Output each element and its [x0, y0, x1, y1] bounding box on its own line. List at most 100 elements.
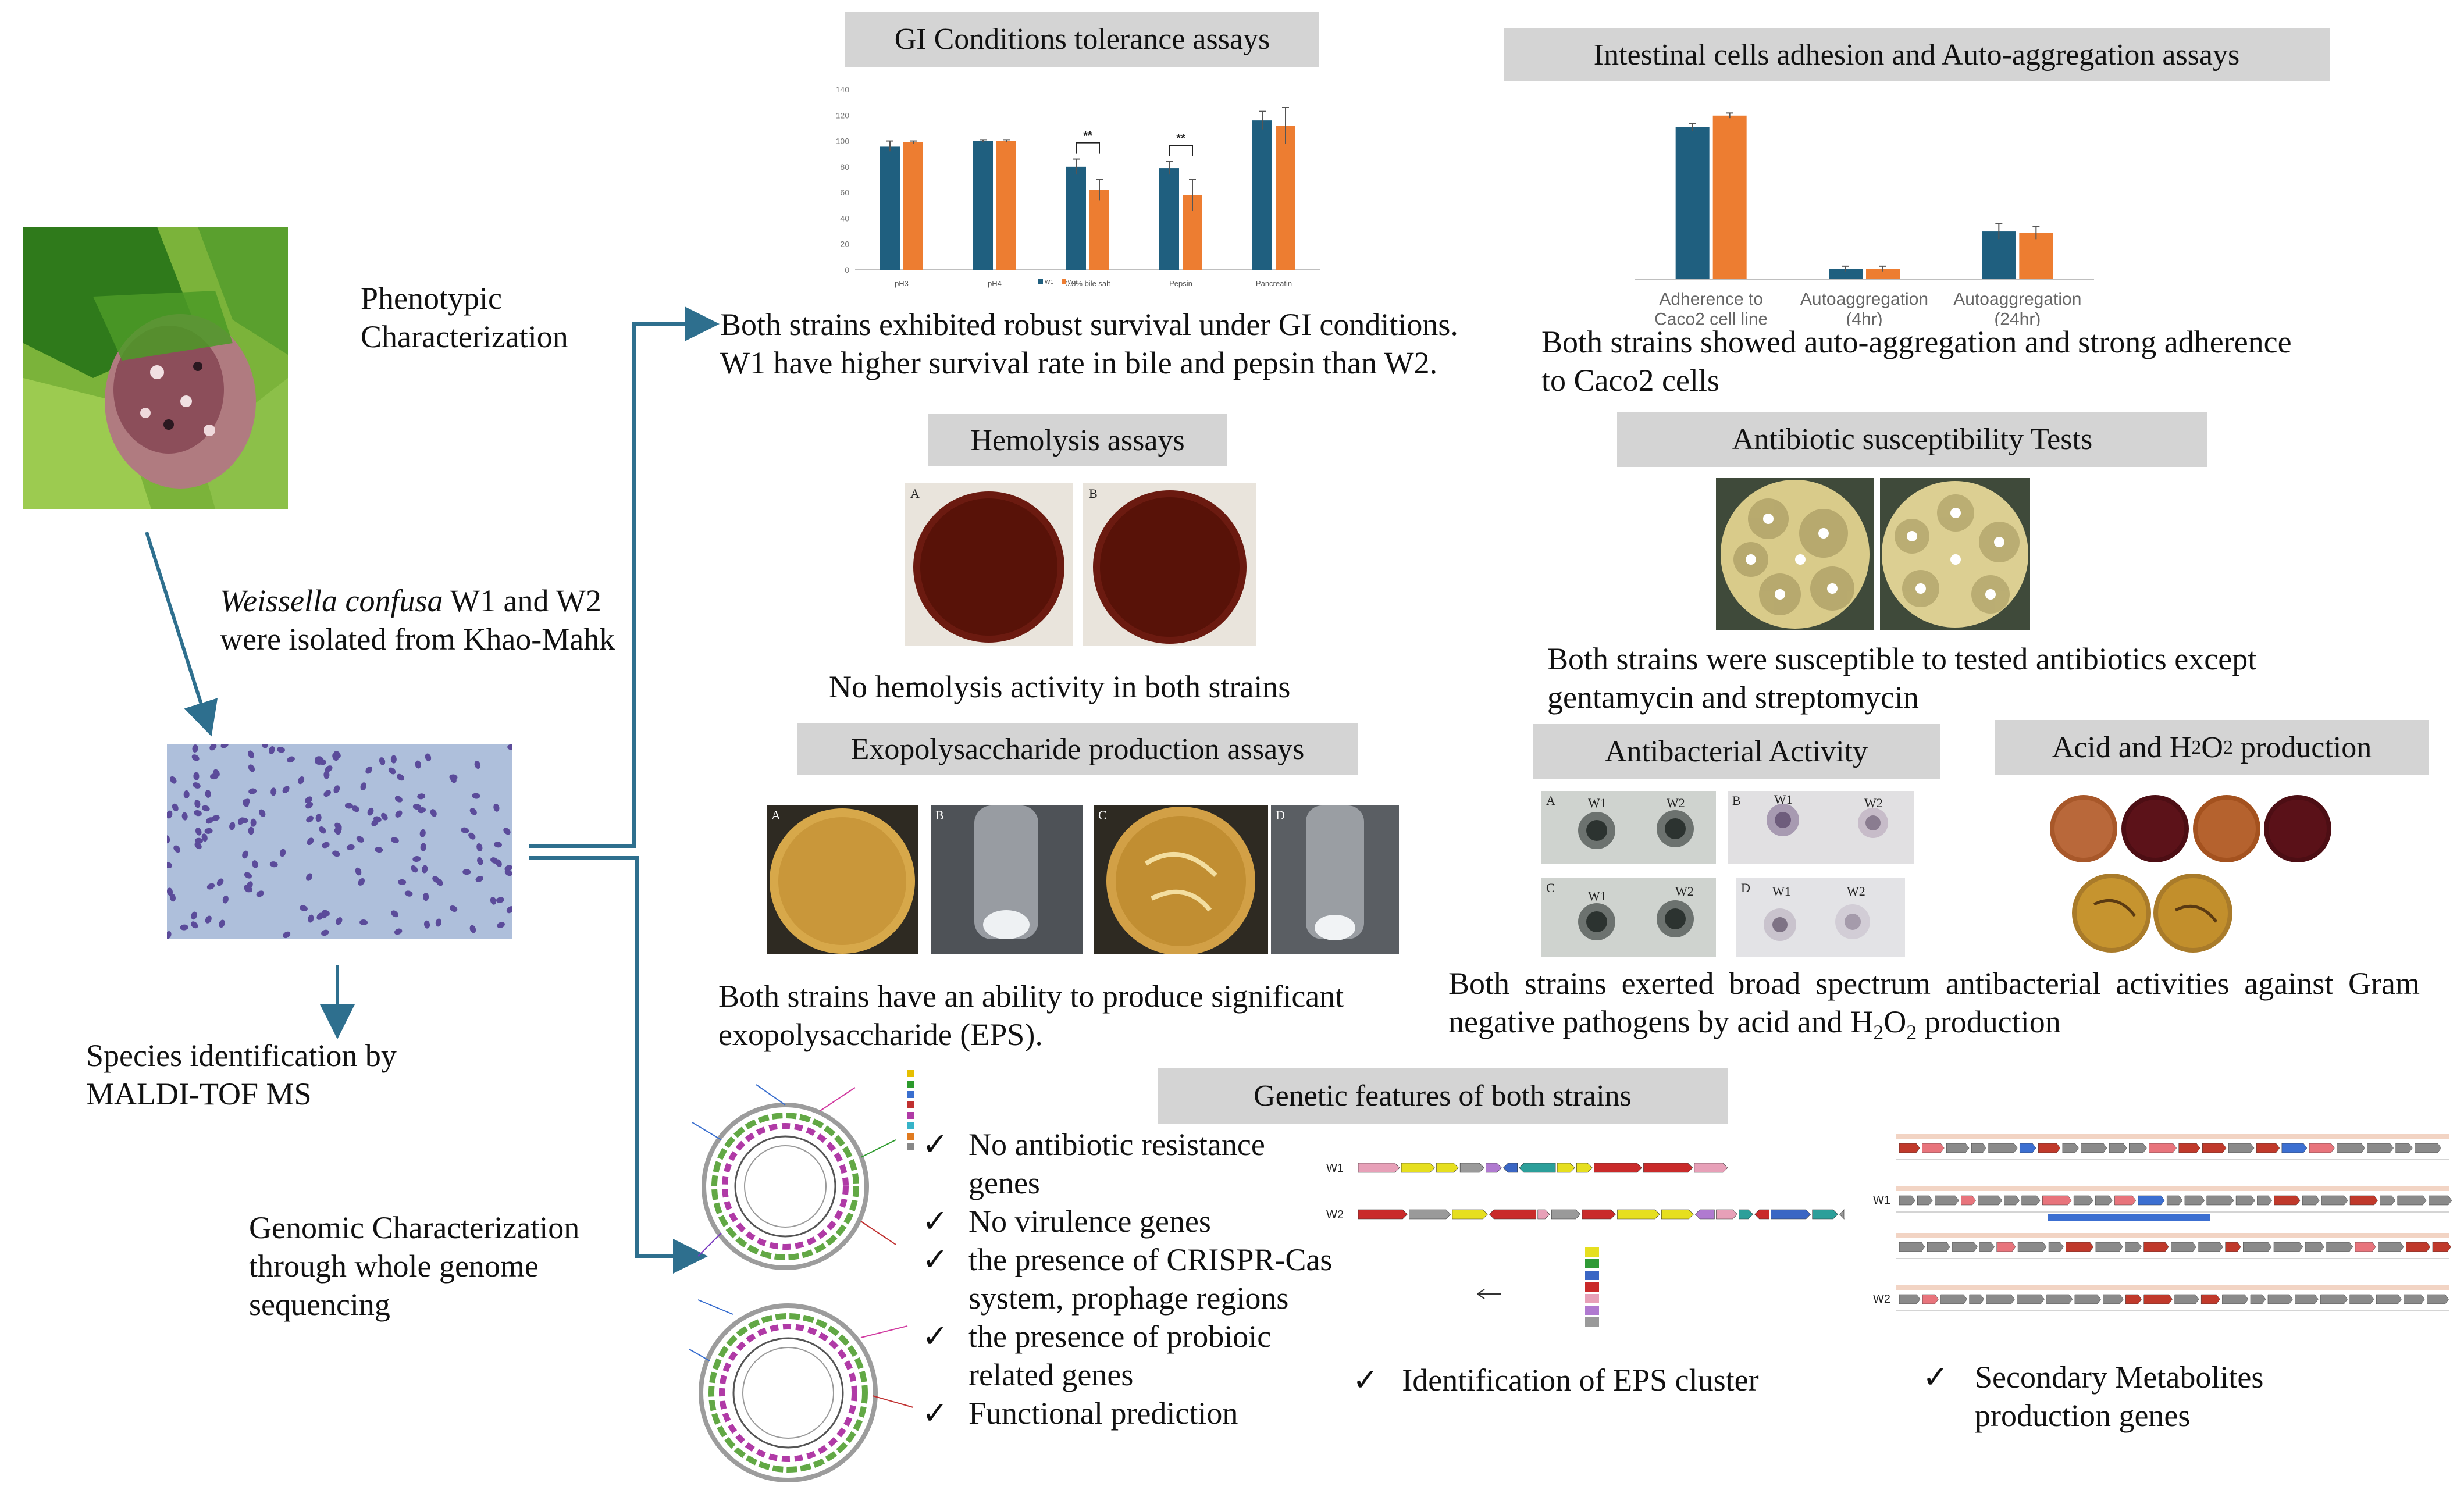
bacterium-cell [167, 887, 173, 896]
legend-swatch [1585, 1317, 1599, 1327]
gene-arrow [2200, 1294, 2220, 1304]
bar-w1 [1066, 166, 1086, 270]
legend-swatch [1585, 1306, 1599, 1315]
bacterium-cell [507, 744, 512, 750]
gene-arrow [1502, 1163, 1518, 1173]
bacterium-cell [243, 799, 249, 807]
bacterium-cell [192, 744, 198, 753]
bacterium-cell [469, 808, 477, 815]
gene-arrow [1716, 1209, 1738, 1220]
gene-arrow [2038, 1143, 2061, 1153]
y-tick-label: 60 [840, 188, 849, 197]
bacterium-cell [450, 775, 457, 783]
bacterium-cell [194, 810, 202, 817]
bar-w2 [1089, 190, 1109, 270]
bacterium-cell [359, 919, 368, 926]
antibacterial-plate-c: C W1 W2 [1541, 878, 1716, 957]
bacterium-cell [360, 782, 366, 791]
strain-row-label: W2 [1873, 1293, 1890, 1306]
legend-label: W2 [1068, 279, 1077, 286]
bacterium-cell [173, 845, 181, 853]
gene-arrow [2378, 1242, 2404, 1252]
bacterium-cell [252, 860, 258, 869]
gene-arrow [1899, 1195, 1915, 1206]
track-band [1896, 1186, 2449, 1191]
genetic-item: ✓No virulence genes [922, 1204, 1211, 1239]
eps-cluster-label: ✓Identification of EPS cluster [1352, 1363, 1759, 1398]
bacterium-cell [394, 928, 403, 935]
gene-arrow [2427, 1294, 2449, 1304]
eps-plate-a: A [767, 805, 918, 954]
bacterium-cell [435, 918, 441, 927]
bacterium-cell [358, 878, 365, 886]
adhesion-finding: Both strains showed auto-aggregation and… [1541, 325, 2292, 398]
bar-w1 [973, 141, 993, 270]
gene-arrow [2170, 1242, 2196, 1252]
bar-w2 [1712, 115, 1747, 279]
bacterium-cell [316, 912, 324, 920]
bacterium-cell [344, 803, 353, 809]
gene-arrow [2415, 1143, 2442, 1153]
bacterium-cell [262, 744, 268, 748]
bacterium-cell [195, 828, 202, 836]
bacterium-cell [193, 772, 200, 780]
bacterium-cell [240, 817, 248, 823]
gene-arrow [1899, 1242, 1925, 1252]
gene-arrow [2302, 1195, 2320, 1206]
legend-swatch [1585, 1282, 1599, 1292]
bacterium-cell [381, 812, 388, 821]
bacterium-cell [298, 776, 305, 785]
bacterium-cell [432, 876, 440, 883]
eps-legend [1585, 1247, 1599, 1327]
bacterium-cell [388, 767, 396, 775]
gene-arrow [2019, 1143, 2036, 1153]
header-antibiotic: Antibiotic susceptibility Tests [1617, 412, 2207, 467]
bacterium-cell [346, 844, 355, 850]
bacterium-cell [308, 914, 314, 923]
bacterium-cell [220, 744, 229, 748]
category-label: (4hr) [1846, 310, 1882, 326]
bacterium-cell [506, 906, 512, 914]
bacterium-cell [503, 828, 511, 835]
gene-arrow [2109, 1143, 2127, 1153]
bacterium-cell [356, 836, 364, 843]
bacterium-cell [398, 879, 407, 885]
gene-arrow [1617, 1209, 1660, 1220]
bacterium-cell [332, 850, 340, 857]
category-label: Adherence to [1659, 290, 1762, 309]
bacterium-cell [419, 829, 426, 837]
bacterium-cell [219, 919, 225, 928]
bacterium-cell [204, 828, 213, 834]
bar-w1 [1982, 231, 2016, 279]
gene-arrow [2074, 1294, 2102, 1304]
gene-arrow [1940, 1294, 1968, 1304]
gene-arrow [1935, 1195, 1959, 1206]
antibiotic-finding: Both strains were susceptible to tested … [1547, 641, 2257, 715]
bacterium-cell [325, 765, 333, 772]
gene-arrow [2046, 1294, 2073, 1304]
genomic-characterization-label: Genomic Characterization through whole g… [249, 1210, 580, 1322]
gene-arrow [2202, 1143, 2227, 1153]
y-tick-label: 120 [836, 110, 850, 120]
gene-arrow [1899, 1143, 1920, 1153]
gene-arrow [1537, 1209, 1550, 1220]
gene-arrow [1996, 1242, 2016, 1252]
bacterium-cell [306, 815, 314, 823]
bacterium-cell [180, 924, 188, 931]
category-label: Pancreatin [1256, 279, 1292, 288]
y-tick-label: 80 [840, 162, 849, 172]
bacterium-cell [319, 826, 326, 834]
category-label: Caco2 cell line [1654, 310, 1768, 326]
bacterium-cell [222, 895, 229, 904]
bacterium-cell [191, 754, 200, 761]
strain-row-label: W1 [1326, 1162, 1344, 1175]
khao-mahk-photo [23, 227, 288, 509]
legend-swatch [1585, 1247, 1599, 1257]
bacterium-cell [395, 810, 403, 818]
gene-arrow [1486, 1163, 1502, 1173]
eps-plate-c: C [1094, 805, 1268, 954]
gene-arrow [1452, 1209, 1488, 1220]
gram-stain-micrograph [167, 744, 512, 939]
legend-swatch [1585, 1271, 1599, 1280]
y-tick-label: 20 [840, 240, 849, 249]
